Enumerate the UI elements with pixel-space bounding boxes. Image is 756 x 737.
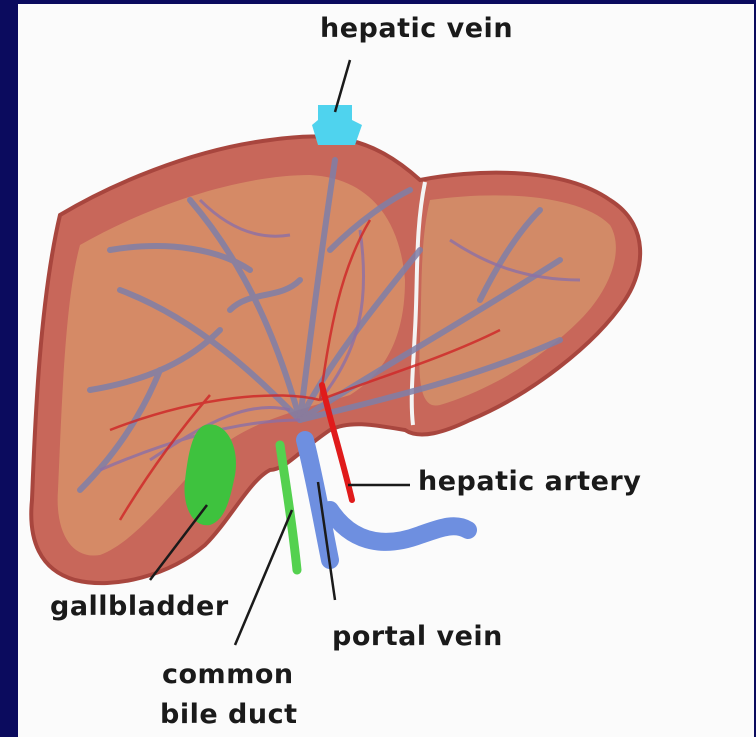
portal-vein-shape (305, 440, 468, 560)
hepatic-vein-label: hepatic vein (320, 14, 513, 44)
common-bile-duct-label-line1: common (162, 660, 294, 690)
common-bile-duct-label-line2: bile duct (160, 700, 298, 730)
gallbladder-label: gallbladder (50, 592, 229, 622)
hepatic-vein-shape (312, 105, 362, 145)
portal-vein-label: portal vein (332, 622, 503, 652)
hepatic-artery-label: hepatic artery (418, 467, 641, 497)
